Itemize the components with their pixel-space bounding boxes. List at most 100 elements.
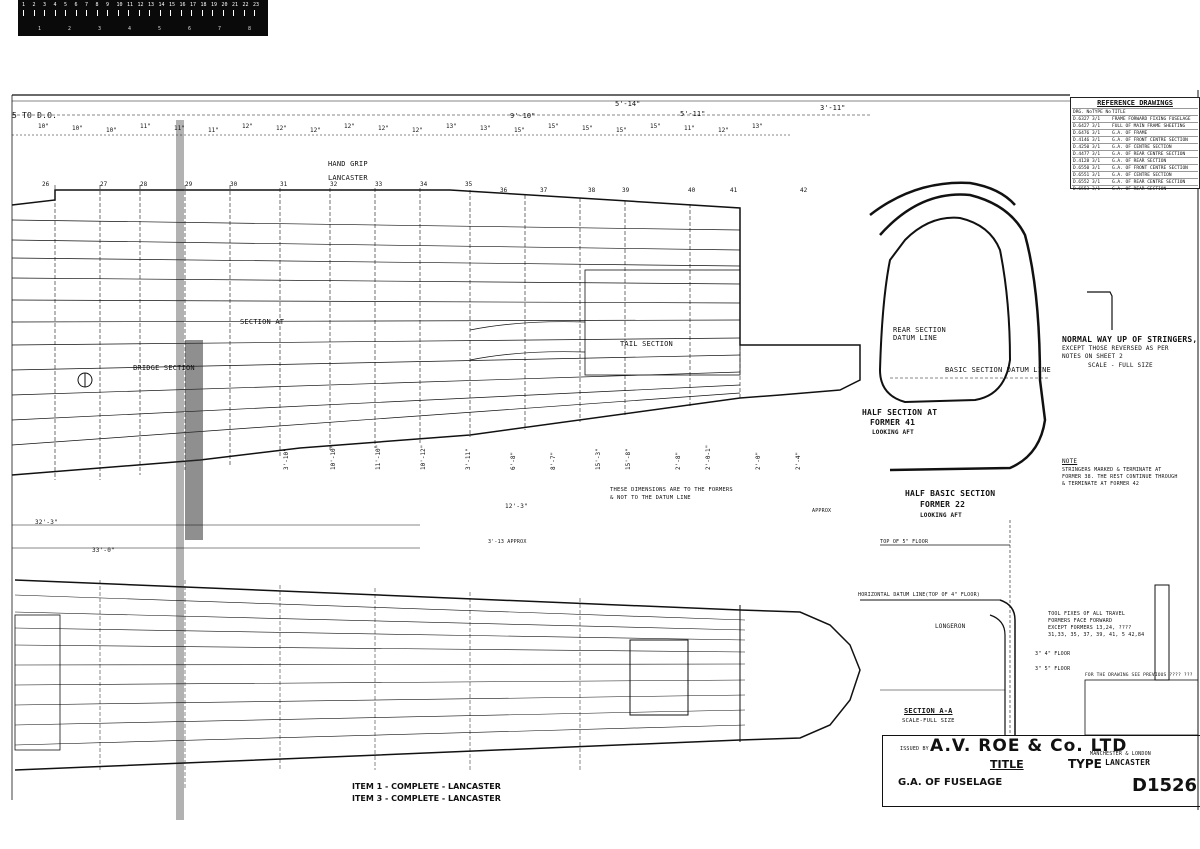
ruler-number: 2 <box>32 2 36 8</box>
looking-aft-2-label: LOOKING AFT <box>920 512 962 519</box>
ruler-number: 22 <box>242 2 249 8</box>
reference-cell: 3/1 <box>1092 124 1101 129</box>
frame-spacing-label: 15" <box>514 127 525 134</box>
reference-cell: G.A. OF CENTRE SECTION <box>1112 145 1172 150</box>
top-left-note: 5 TO D.O. <box>12 111 58 120</box>
ruler-cm-number: 1 <box>38 26 42 32</box>
lancaster-label: LANCASTER <box>328 174 368 182</box>
ruler-tick <box>107 10 108 16</box>
vertical-dimension-label: 3'-11" <box>465 448 472 470</box>
frame-spacing-label: 12" <box>276 125 287 132</box>
reference-cell: D.6551 <box>1073 173 1090 178</box>
overall-dimension-label: 5'-14" <box>615 100 640 108</box>
frame-spacing-label: 15" <box>616 127 627 134</box>
tool-fixes-4: 31,33, 35, 37, 39, 41, 5 42,84 <box>1048 632 1145 638</box>
frame-spacing-label: 11" <box>684 125 695 132</box>
frame-spacing-label: 12" <box>412 127 423 134</box>
frame-spacing-label: 15" <box>650 123 661 130</box>
ruler-cm-number: 2 <box>68 26 72 32</box>
frame-spacing-label: 11" <box>208 127 219 134</box>
vertical-dimension-label: 11'-10" <box>375 445 382 470</box>
frame-spacing-label: 11" <box>140 123 151 130</box>
reference-cell: D.4477 <box>1073 152 1090 157</box>
ruler-number: 19 <box>211 2 218 8</box>
reference-cell: DRG. No <box>1073 110 1092 115</box>
issued-by-label: ISSUED BY <box>900 746 929 752</box>
ruler-cm-number: 4 <box>128 26 132 32</box>
ruler-tick <box>33 10 35 16</box>
reference-cell: FULL OF MAIN FRAME SHEETING <box>1112 124 1186 129</box>
ruler-number: 5 <box>64 2 68 8</box>
reference-cell: G.A. OF FRAME <box>1112 131 1148 136</box>
mid-dim: 12'-3" <box>505 503 528 510</box>
reference-cell: 3/1 <box>1092 131 1101 136</box>
title-word: TITLE <box>990 758 1024 771</box>
former-number: 27 <box>100 181 108 188</box>
ruler-tick <box>54 10 56 16</box>
former-41-label: FORMER 41 <box>870 418 916 427</box>
reference-cell: G.A. OF REAR SECTION <box>1112 159 1167 164</box>
half-basic-section-label: HALF BASIC SECTION <box>905 489 996 498</box>
vertical-dimension-label: 15'-8" <box>625 448 632 470</box>
former-number: 26 <box>42 181 50 188</box>
ruler-number: 3 <box>43 2 47 8</box>
vertical-dimension-label: 10'-12" <box>420 445 427 470</box>
ruler-cm-number: 5 <box>158 26 162 32</box>
ruler-number: 20 <box>221 2 228 8</box>
former-number: 35 <box>465 181 473 188</box>
ruler-number: 12 <box>137 2 144 8</box>
ruler-number: 10 <box>116 2 123 8</box>
stringer-note-3: NOTES ON SHEET 2 <box>1062 353 1123 360</box>
vertical-dimension-label: 2'-4" <box>795 452 802 470</box>
ruler-number: 1 <box>22 2 26 8</box>
ruler-tick <box>243 10 245 16</box>
ruler-number: 8 <box>95 2 99 8</box>
basic-datum-label: BASIC SECTION DATUM LINE <box>945 366 1051 374</box>
ruler-tick <box>201 10 203 16</box>
tool-fixes-1: TOOL FIXES OF ALL TRAVEL <box>1048 611 1126 617</box>
section-aa-scale: SCALE-FULL SIZE <box>902 718 955 724</box>
ruler-tick <box>138 10 140 16</box>
ruler-number: 9 <box>106 2 110 8</box>
ruler-cm-number: 6 <box>188 26 192 32</box>
frame-spacing-label: 12" <box>242 123 253 130</box>
former-number: 41 <box>730 187 738 194</box>
vertical-dimension-label: 15'-3" <box>595 448 602 470</box>
ruler-tick <box>254 10 255 16</box>
floor-4-label: 3" 4" FLOOR <box>1035 651 1071 657</box>
frame-spacing-label: 13" <box>752 123 763 130</box>
company-name: A.V. ROE & Co. LTD <box>930 736 1128 756</box>
frame-spacing-label: 10" <box>38 123 49 130</box>
reference-cell: 3/1 <box>1092 138 1101 143</box>
reference-cell: D.6476 <box>1073 131 1090 136</box>
reference-cell: 3/1 <box>1092 187 1101 192</box>
ruler-number: 15 <box>169 2 176 8</box>
ruler-tick <box>222 10 224 16</box>
overall-dimension-label: 9'-10" <box>510 112 535 120</box>
vertical-dimension-label: 10'-10" <box>330 445 337 470</box>
reference-cell: TITLE <box>1112 110 1126 115</box>
frame-spacing-label: 12" <box>344 123 355 130</box>
floor-5-label: 3" 5" FLOOR <box>1035 666 1071 672</box>
ruler-number: 14 <box>158 2 165 8</box>
reference-cell: FRAME FORWARD FIXING FUSELAGE <box>1112 117 1191 122</box>
longeron-label: LONGERON <box>935 623 966 630</box>
reference-cell: 3/1 <box>1092 152 1101 157</box>
ruler-tick <box>86 10 87 16</box>
reference-cell: D.4250 <box>1073 145 1090 150</box>
note-line-3: & TERMINATE AT FORMER 42 <box>1062 481 1140 487</box>
reference-cell: 3/1 <box>1092 166 1101 171</box>
approx-label: APPROX <box>812 508 832 514</box>
vertical-dimension-label: 8'-7" <box>550 452 557 470</box>
vertical-dimension-label: 6'-8" <box>510 452 517 470</box>
ruler-tick <box>44 10 45 16</box>
frame-spacing-label: 12" <box>718 127 729 134</box>
reference-cell: D.4146 <box>1073 138 1090 143</box>
